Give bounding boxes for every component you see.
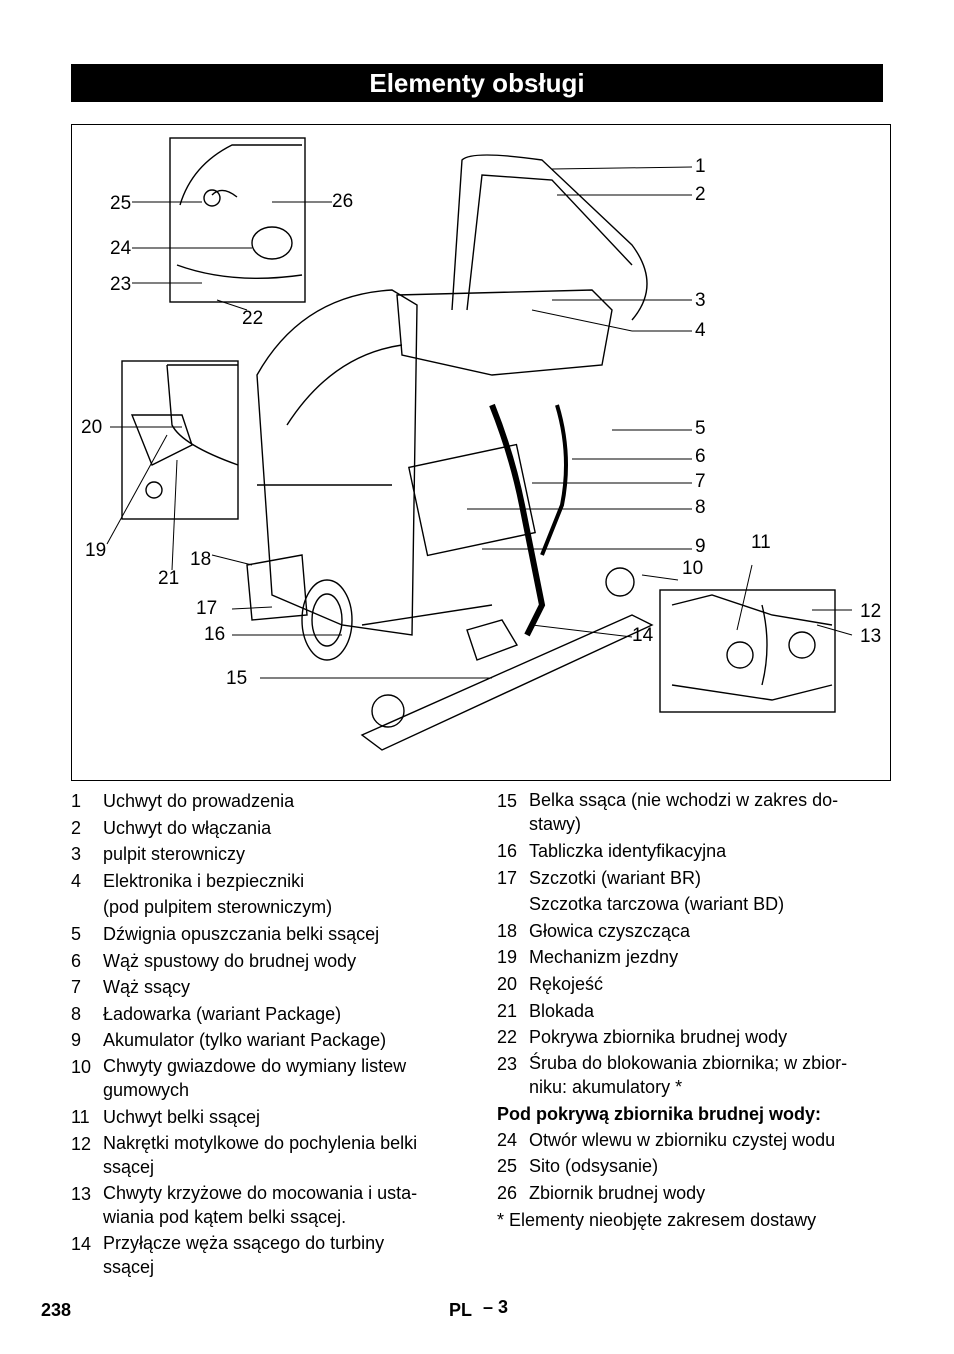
legend-footnote: * Elementy nieobjęte zakresem dostawy [497, 1209, 817, 1230]
inset-squeegee-mount [659, 589, 836, 713]
callout-6: 6 [695, 446, 706, 467]
section-number: – 3 [483, 1297, 509, 1317]
callout-19: 19 [85, 540, 107, 561]
callout-26: 26 [332, 191, 354, 212]
wheel [301, 579, 353, 661]
inset-wheel-lock [121, 360, 239, 520]
callout-1: 1 [695, 156, 706, 177]
page-number: 238 [41, 1300, 72, 1320]
language-code: PL [449, 1300, 473, 1320]
callout-3: 3 [695, 290, 706, 311]
callout-20: 20 [81, 417, 103, 438]
callout-12: 12 [860, 601, 882, 622]
callout-17: 17 [196, 598, 218, 619]
callout-13: 13 [860, 626, 882, 647]
callout-2: 2 [695, 184, 706, 205]
handle-frame [451, 154, 648, 321]
control-panel [396, 289, 613, 376]
charger [408, 443, 536, 557]
machine-body [256, 289, 418, 636]
callout-10: 10 [682, 558, 704, 579]
callout-23: 23 [110, 274, 132, 295]
squeegee-bar [360, 614, 654, 751]
page-title: Elementy obsługi [71, 64, 883, 102]
inset-tank-lid [169, 137, 306, 303]
callout-20b: 21 [158, 568, 180, 589]
callout-18: 18 [190, 549, 212, 570]
machine-illustration: 1 2 3 4 5 6 7 8 9 10 11 12 13 14 15 16 1… [71, 124, 891, 781]
callout-16: 16 [204, 624, 226, 645]
callout-24: 24 [110, 238, 132, 259]
callout-11: 11 [751, 532, 771, 553]
callout-22: 22 [242, 308, 264, 329]
callout-5: 5 [695, 418, 706, 439]
machine-drawing [106, 137, 853, 751]
callout-25: 25 [110, 193, 132, 214]
callout-15: 15 [226, 668, 248, 689]
callout-9: 9 [695, 536, 706, 557]
callout-8: 8 [695, 497, 706, 518]
callout-4: 4 [695, 320, 706, 341]
callout-14: 14 [632, 625, 654, 646]
legend-subheading: Pod pokrywą zbiornika brudnej wody: [497, 1103, 822, 1124]
callout-7: 7 [695, 471, 706, 492]
